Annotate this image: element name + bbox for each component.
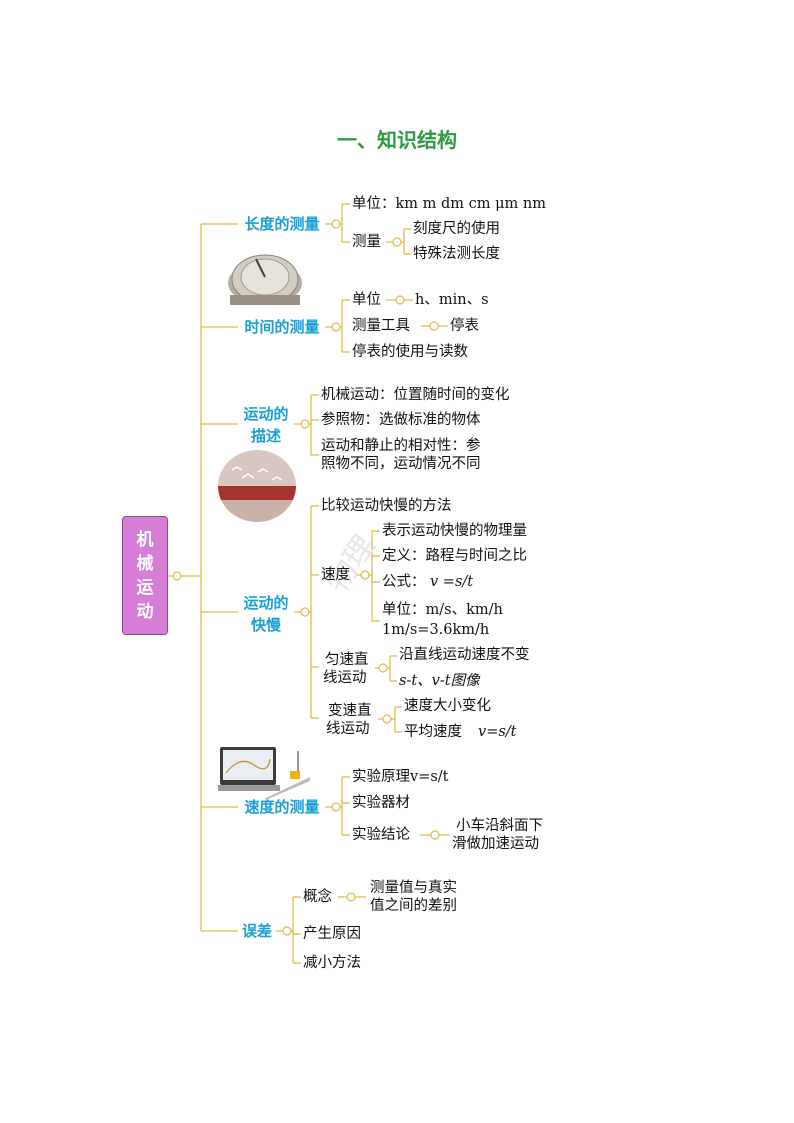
speed-node: 速度 bbox=[321, 567, 350, 583]
variable-a: 速度大小变化 bbox=[404, 698, 491, 714]
time-unit-value: h、min、s bbox=[415, 292, 489, 308]
branch-speed-measure: 速度的测量 bbox=[244, 798, 320, 816]
speed-conversion: 1m/s=3.6km/h bbox=[382, 622, 490, 638]
page-title: 一、知识结构 bbox=[337, 128, 457, 152]
speed-compare: 比较运动快慢的方法 bbox=[321, 498, 452, 514]
speed-definition: 定义：路程与时间之比 bbox=[382, 548, 527, 564]
variable-b-formula: v=s/t bbox=[478, 724, 517, 740]
error-concept-1: 测量值与真实 bbox=[370, 880, 457, 896]
time-usage: 停表的使用与读数 bbox=[352, 344, 468, 360]
desc-ref: 参照物：选做标准的物体 bbox=[321, 412, 481, 428]
birds-image bbox=[218, 450, 296, 522]
branch-error: 误差 bbox=[241, 922, 272, 940]
branch-length: 长度的测量 bbox=[244, 215, 320, 233]
branch-description: 运动的 描述 bbox=[238, 403, 294, 447]
root-node: 机 械 运 动 bbox=[122, 516, 168, 635]
branch-speed: 运动的 快慢 bbox=[238, 592, 294, 636]
uniform-label-1: 匀速直 bbox=[325, 652, 369, 668]
root-char: 动 bbox=[136, 601, 154, 622]
root-char: 械 bbox=[136, 553, 154, 574]
error-concept: 概念 bbox=[303, 889, 332, 905]
desc-mech: 机械运动：位置随时间的变化 bbox=[321, 387, 510, 403]
speed-formula: v =s/t bbox=[430, 574, 474, 590]
time-tool-value: 停表 bbox=[450, 318, 479, 334]
desc-rel-1: 运动和静止的相对性：参 bbox=[321, 438, 481, 454]
speed-formula-prefix: 公式： bbox=[382, 574, 426, 590]
length-unit: 单位：km m dm cm μm nm bbox=[352, 196, 546, 212]
branch-description-line-2: 描述 bbox=[250, 427, 281, 445]
measure-result-2: 滑做加速运动 bbox=[452, 836, 539, 852]
time-unit: 单位 bbox=[352, 292, 381, 308]
variable-label-1: 变速直 bbox=[328, 703, 372, 719]
error-concept-2: 值之间的差别 bbox=[370, 898, 457, 914]
branch-time: 时间的测量 bbox=[244, 318, 320, 336]
measure-equipment: 实验器材 bbox=[352, 795, 410, 811]
error-reduce: 减小方法 bbox=[303, 955, 361, 971]
measure-conclusion: 实验结论 bbox=[352, 827, 410, 843]
length-measure: 测量 bbox=[352, 234, 381, 250]
length-ruler: 刻度尺的使用 bbox=[413, 221, 500, 237]
measure-principle: 实验原理v=s/t bbox=[352, 769, 449, 785]
uniform-a: 沿直线运动速度不变 bbox=[399, 647, 530, 663]
length-special: 特殊法测长度 bbox=[413, 246, 500, 262]
variable-b-prefix: 平均速度 bbox=[404, 724, 462, 740]
uniform-b: s-t、v-t图像 bbox=[399, 673, 480, 689]
branch-description-line-1: 运动的 bbox=[243, 405, 289, 423]
branch-speed-line-2: 快慢 bbox=[250, 616, 281, 634]
root-char: 机 bbox=[136, 529, 154, 550]
root-char: 运 bbox=[136, 577, 154, 598]
uniform-label-2: 线运动 bbox=[323, 670, 367, 686]
measure-result-1: 小车沿斜面下 bbox=[456, 818, 543, 834]
experiment-image bbox=[218, 745, 310, 799]
error-cause: 产生原因 bbox=[303, 926, 361, 942]
sundial-image bbox=[226, 243, 304, 307]
time-tool: 测量工具 bbox=[352, 318, 410, 334]
speed-meaning: 表示运动快慢的物理量 bbox=[382, 523, 527, 539]
branch-speed-line-1: 运动的 bbox=[243, 594, 289, 612]
speed-unit: 单位：m/s、km/h bbox=[382, 602, 503, 618]
desc-rel-2: 照物不同，运动情况不同 bbox=[321, 456, 481, 472]
variable-label-2: 线运动 bbox=[326, 721, 370, 737]
